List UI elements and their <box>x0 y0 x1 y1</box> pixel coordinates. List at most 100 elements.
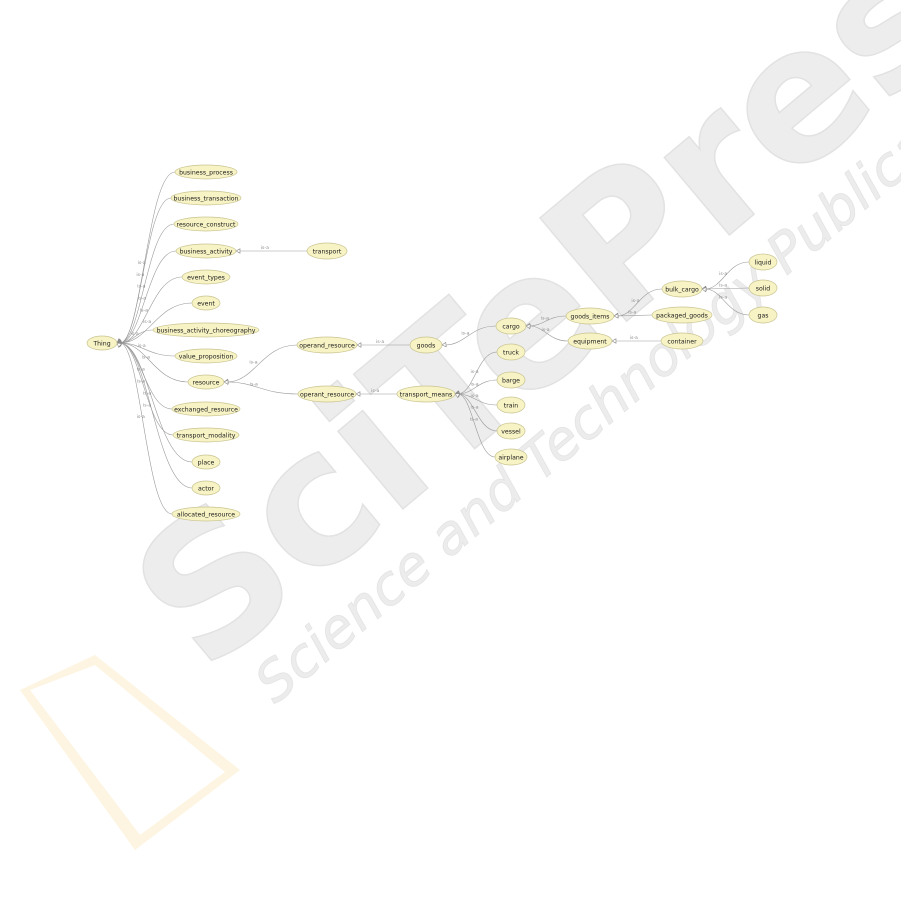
edge-label: is-a <box>376 339 384 345</box>
edge-label: is-a <box>143 402 151 408</box>
edge-line <box>528 325 569 342</box>
node-transport[interactable]: transport <box>306 242 348 260</box>
node-exchanged-resource[interactable]: exchanged_resource <box>171 401 241 417</box>
node-resource[interactable]: resource <box>187 374 225 390</box>
edge-arrowhead <box>525 323 531 330</box>
edge-line <box>119 342 173 410</box>
edge-actor-to-thing: is-a <box>116 342 193 489</box>
node-business-activity-choreography[interactable]: business_activity_choreography <box>152 322 260 338</box>
edge-line <box>119 302 193 344</box>
node-bulk-cargo[interactable]: bulk_cargo <box>661 280 703 298</box>
node-shape <box>187 374 225 390</box>
edge-line <box>704 288 750 316</box>
edge-label: is-a <box>630 335 638 341</box>
edge-line <box>457 393 496 458</box>
node-shape <box>494 448 528 466</box>
node-label: packaged_goods <box>656 312 708 319</box>
node-business-process[interactable]: business_process <box>174 164 238 180</box>
edge-transport-to-business_activity: is-a <box>235 245 307 254</box>
node-label: goods_items <box>571 313 610 320</box>
edge-label: is-a <box>143 319 151 325</box>
edge-line <box>119 342 193 489</box>
node-label: transport <box>313 248 342 255</box>
node-train[interactable]: train <box>496 396 526 414</box>
node-business-activity[interactable]: business_activity <box>175 243 237 259</box>
node-shape <box>174 164 238 180</box>
node-shape <box>396 385 456 403</box>
node-cargo[interactable]: cargo <box>495 317 527 335</box>
edge-label: is-a <box>138 260 146 266</box>
edge-label: is-a <box>249 359 257 365</box>
node-shape <box>191 454 221 470</box>
node-actor[interactable]: actor <box>191 480 221 496</box>
edge-container-to-equipment: is-a <box>611 335 661 344</box>
node-label: value_proposition <box>179 353 234 360</box>
node-label: equipment <box>573 338 607 345</box>
node-shape <box>409 336 443 354</box>
edge-label: is-a <box>470 416 478 422</box>
node-operand-resource[interactable]: operand_resource <box>296 336 358 354</box>
edge-transport_means-to-operant_resource: is-a <box>355 388 397 397</box>
node-label: actor <box>198 485 214 492</box>
edge-arrowhead <box>454 393 461 399</box>
node-barge[interactable]: barge <box>496 371 526 389</box>
node-goods-items[interactable]: goods_items <box>565 307 615 325</box>
edge-line <box>119 342 173 515</box>
node-thing[interactable]: Thing <box>86 335 118 351</box>
edge-label: is-a <box>138 296 146 302</box>
edge-arrowhead <box>223 379 229 385</box>
node-liquid[interactable]: liquid <box>748 253 778 271</box>
node-vessel[interactable]: vessel <box>496 422 526 440</box>
node-shape <box>496 371 526 389</box>
node-value-proposition[interactable]: value_proposition <box>174 348 238 364</box>
node-truck[interactable]: truck <box>496 343 526 361</box>
node-label: resource <box>193 379 220 386</box>
edge-equipment-to-cargo: is-a <box>525 323 569 342</box>
node-label: vessel <box>501 428 521 435</box>
edge-line <box>119 342 174 436</box>
node-event-types[interactable]: event_types <box>181 269 231 285</box>
edge-arrowhead <box>701 286 707 293</box>
edge-label: is-a <box>140 307 148 313</box>
node-airplane[interactable]: airplane <box>494 448 528 466</box>
node-shape <box>172 427 240 443</box>
edge-line <box>119 342 193 463</box>
edge-exchanged_resource-to-thing: is-a <box>116 341 173 410</box>
node-label: Thing <box>92 340 110 347</box>
node-shape <box>565 307 615 325</box>
node-shape <box>660 332 704 350</box>
node-shape <box>496 422 526 440</box>
node-shape <box>661 280 703 298</box>
edge-truck-to-transport_means: is-a <box>454 351 498 396</box>
node-label: container <box>667 338 697 345</box>
node-container[interactable]: container <box>660 332 704 350</box>
node-shape <box>191 295 221 311</box>
node-resource-construct[interactable]: resource_construct <box>173 216 239 232</box>
edge-operant_resource-to-resource: is-a <box>223 379 299 395</box>
node-allocated-resource[interactable]: allocated_resource <box>171 506 241 522</box>
node-equipment[interactable]: equipment <box>567 332 613 350</box>
edge-goods-to-operand_resource: is-a <box>356 339 410 348</box>
edge-line <box>457 379 498 395</box>
node-label: business_activity_choreography <box>157 327 256 334</box>
node-transport-means[interactable]: transport_means <box>396 385 456 403</box>
node-shape <box>175 243 237 259</box>
node-event[interactable]: event <box>191 295 221 311</box>
edge-line <box>119 171 176 344</box>
edge-label: is-a <box>719 283 727 289</box>
node-place[interactable]: place <box>191 454 221 470</box>
node-solid[interactable]: solid <box>748 279 778 297</box>
edge-line <box>119 276 183 344</box>
node-transport-modality[interactable]: transport_modality <box>172 427 240 443</box>
edge-cargo-to-goods: is-a <box>441 325 497 348</box>
edge-label: is-a <box>371 388 379 394</box>
node-packaged-goods[interactable]: packaged_goods <box>651 306 713 324</box>
node-gas[interactable]: gas <box>748 306 778 324</box>
node-business-transaction[interactable]: business_transaction <box>170 190 242 206</box>
node-goods[interactable]: goods <box>409 336 443 354</box>
node-label: gas <box>758 312 769 319</box>
node-label: transport_modality <box>177 432 236 439</box>
node-operant-resource[interactable]: operant_resource <box>297 385 357 403</box>
node-label: business_transaction <box>173 195 238 202</box>
